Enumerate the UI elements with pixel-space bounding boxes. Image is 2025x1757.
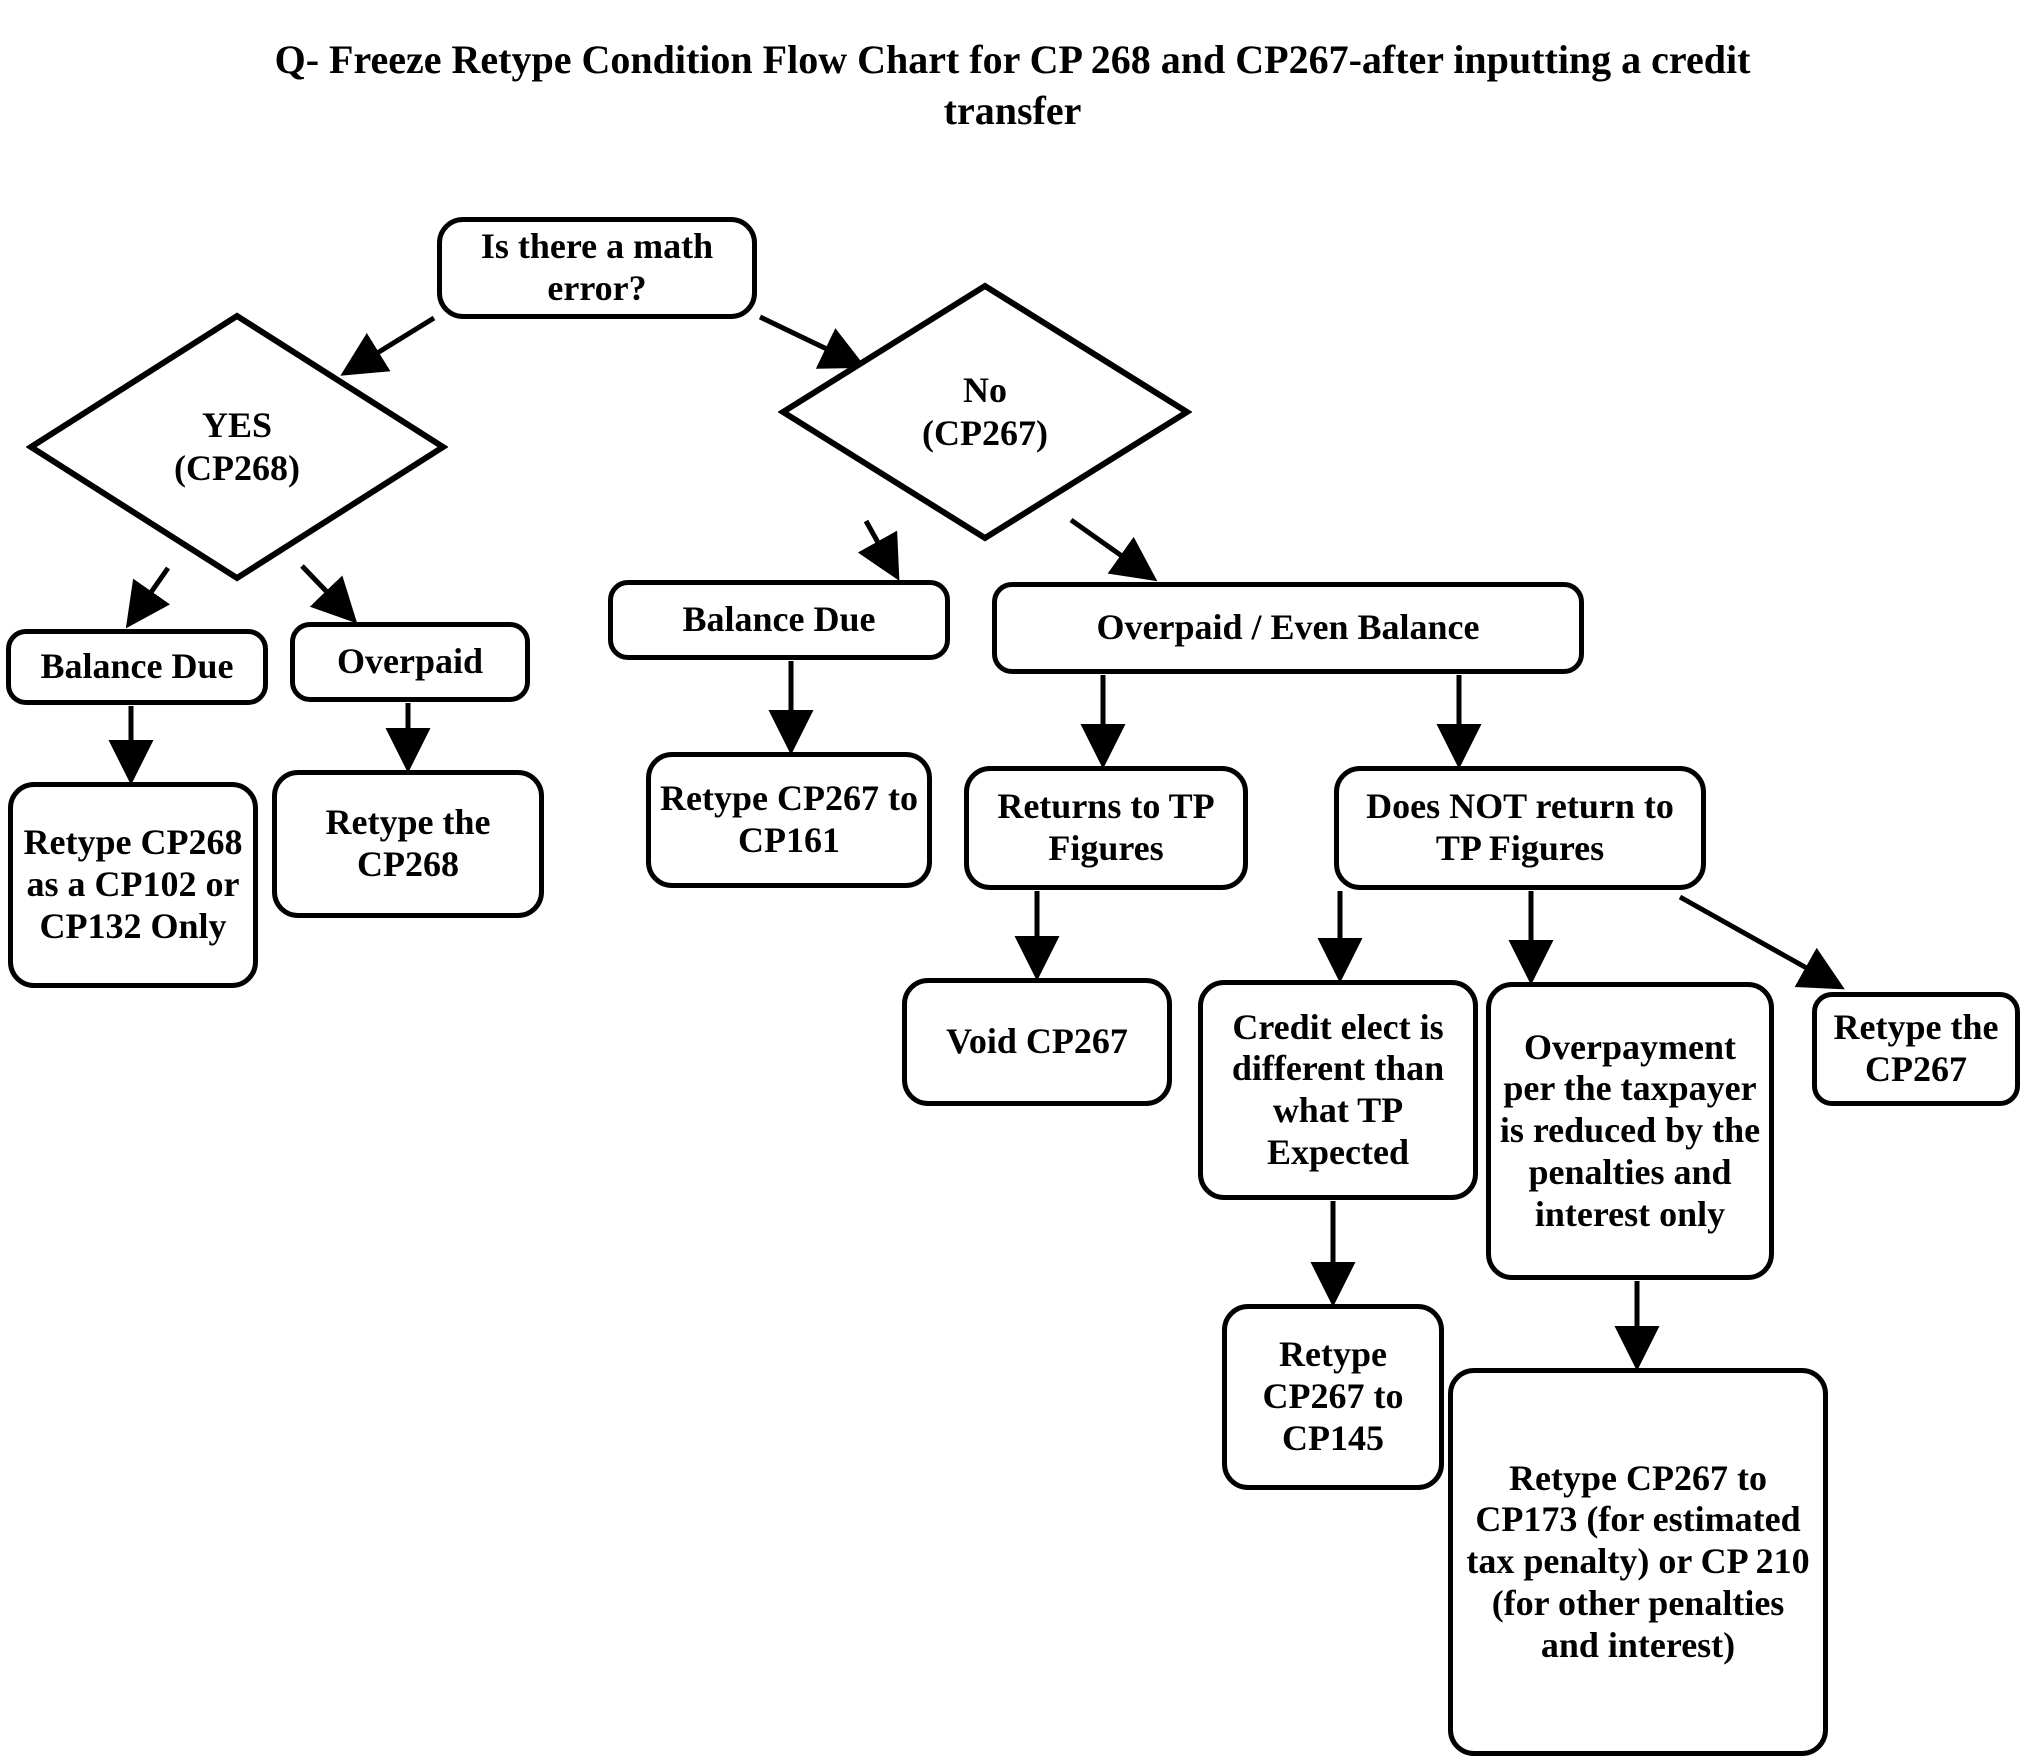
node-is-there-a-math-error[interactable]: Is there a math error? [437, 217, 757, 319]
node-retype-cp267-to-cp161[interactable]: Retype CP267 to CP161 [646, 752, 932, 888]
node-balance-due-left[interactable]: Balance Due [6, 629, 268, 705]
node-label-line-1: No [963, 369, 1007, 410]
node-label: Overpaid [336, 641, 483, 682]
node-retype-the-cp267[interactable]: Retype the CP267 [1812, 992, 2020, 1106]
node-label: Retype CP267 to CP145 [1262, 1334, 1404, 1458]
node-balance-due-middle[interactable]: Balance Due [608, 580, 950, 660]
node-credit-elect-different-than-tp-expected[interactable]: Credit elect is different than what TP E… [1198, 980, 1478, 1200]
node-label: Overpayment per the taxpayer is reduced … [1499, 1026, 1761, 1234]
node-no-cp267[interactable]: No (CP267) [778, 281, 1192, 543]
node-void-cp267[interactable]: Void CP267 [902, 978, 1172, 1106]
node-label: YES (CP268) [26, 311, 448, 583]
node-label: Balance Due [40, 646, 234, 687]
node-overpaid[interactable]: Overpaid [290, 622, 530, 702]
node-label: Does NOT return to TP Figures [1366, 786, 1674, 868]
node-label: Is there a math error? [480, 226, 714, 308]
node-label: Returns to TP Figures [997, 786, 1215, 868]
node-label: Void CP267 [946, 1021, 1128, 1062]
node-label: Retype CP268 as a CP102 or CP132 Only [23, 822, 243, 946]
page-title-line-1: Q- Freeze Retype Condition Flow Chart fo… [274, 37, 1751, 82]
node-overpayment-reduced-by-penalties-and-interest[interactable]: Overpayment per the taxpayer is reduced … [1486, 982, 1774, 1280]
node-does-not-return-to-tp-figures[interactable]: Does NOT return to TP Figures [1334, 766, 1706, 890]
node-returns-to-tp-figures[interactable]: Returns to TP Figures [964, 766, 1248, 890]
node-retype-cp267-to-cp173-or-cp210[interactable]: Retype CP267 to CP173 (for estimated tax… [1448, 1368, 1828, 1756]
node-retype-the-cp268[interactable]: Retype the CP268 [272, 770, 544, 918]
node-label-line-1: YES [201, 404, 273, 445]
node-label: Credit elect is different than what TP E… [1231, 1006, 1445, 1172]
node-overpaid-even-balance[interactable]: Overpaid / Even Balance [992, 582, 1584, 674]
edge-doesnotreturn-to-retype267right [1678, 894, 1845, 990]
node-label: Retype CP267 to CP161 [660, 778, 918, 860]
node-label: Balance Due [682, 599, 876, 640]
node-retype-cp267-to-cp145[interactable]: Retype CP267 to CP145 [1222, 1304, 1444, 1490]
node-label-line-2: (CP267) [922, 413, 1048, 453]
node-label: Retype the CP268 [325, 802, 491, 884]
page-title-line-2: transfer [943, 88, 1082, 134]
node-label: Retype CP267 to CP173 (for estimated tax… [1466, 1457, 1810, 1665]
node-label-line-2: (CP268) [174, 448, 300, 488]
node-label: Retype the CP267 [1833, 1007, 1999, 1089]
page-title: Q- Freeze Retype Condition Flow Chart fo… [0, 34, 2025, 136]
node-retype-cp268-as-cp102-or-cp132[interactable]: Retype CP268 as a CP102 or CP132 Only [8, 782, 258, 988]
node-label: No (CP267) [778, 281, 1192, 543]
node-label: Overpaid / Even Balance [1096, 607, 1480, 648]
node-yes-cp268[interactable]: YES (CP268) [26, 311, 448, 583]
